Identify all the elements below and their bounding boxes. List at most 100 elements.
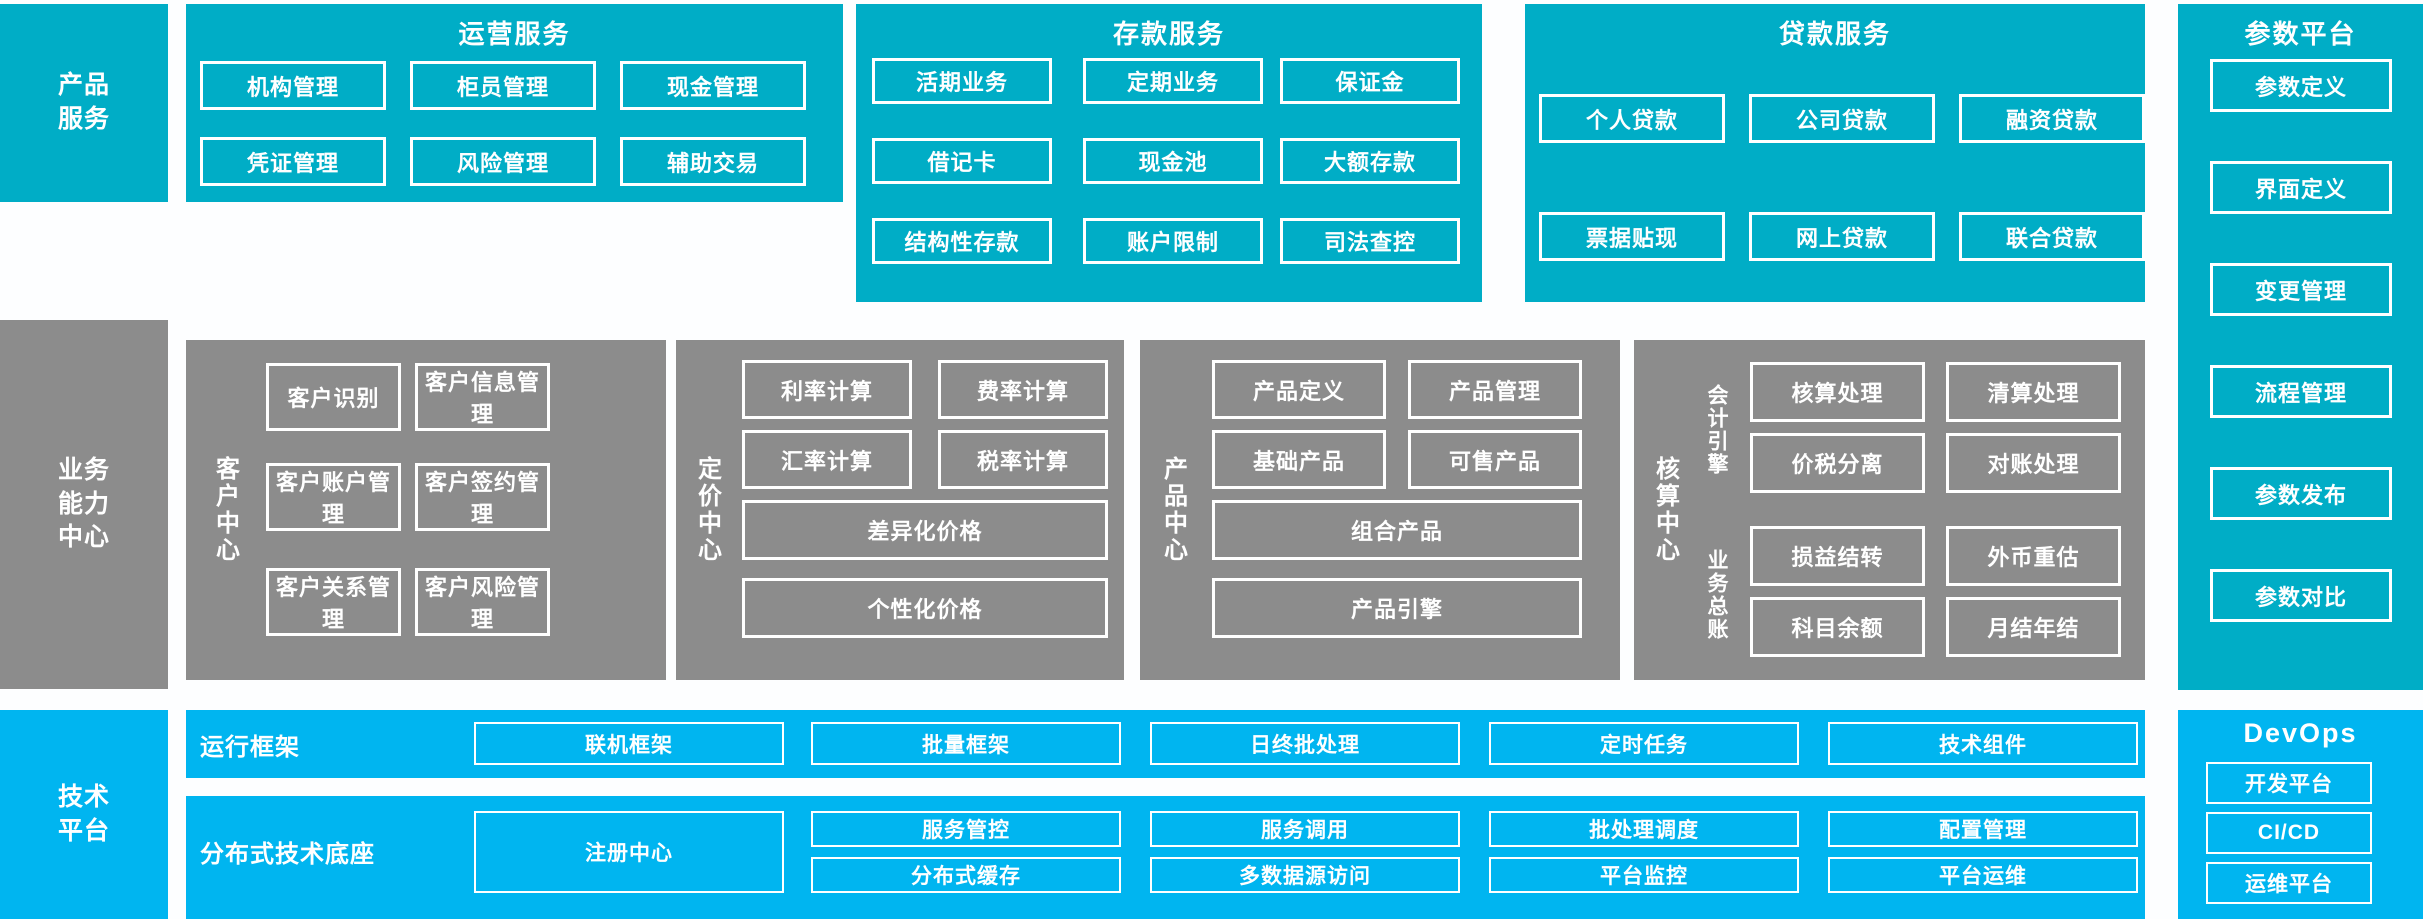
loan-service-title: 贷款服务 <box>1778 19 1891 49</box>
operation-service-panel: 运营服务 机构管理 柜员管理 现金管理 凭证管理 风险管理 辅助交易 <box>186 4 843 202</box>
layer-label-business-capability-text: 业务能力中心 <box>57 455 110 552</box>
distributed-base-registry[interactable]: 注册中心 <box>474 811 784 893</box>
accounting-center-item-top-2[interactable]: 价税分离 <box>1750 433 1925 493</box>
accounting-center-sub-label-bottom: 业务总账 <box>1705 549 1728 641</box>
loan-service-panel: 贷款服务 个人贷款 公司贷款 融资贷款 票据贴现 网上贷款 联合贷款 <box>1525 4 2145 302</box>
loan-service-item-3[interactable]: 票据贴现 <box>1539 212 1725 261</box>
product-center-item-0[interactable]: 产品定义 <box>1212 360 1386 419</box>
customer-center-label: 客户中心 <box>211 456 239 564</box>
customer-center-item-3[interactable]: 客户签约管理 <box>415 463 550 531</box>
layer-label-tech-platform: 技术平台 <box>0 710 168 919</box>
accounting-center-item-top-3[interactable]: 对账处理 <box>1946 433 2121 493</box>
layer-label-business-capability: 业务能力中心 <box>0 320 168 689</box>
loan-service-item-5[interactable]: 联合贷款 <box>1959 212 2145 261</box>
distributed-base-item-r1-0[interactable]: 服务管控 <box>811 811 1121 847</box>
runtime-framework-item-2[interactable]: 日终批处理 <box>1150 722 1460 765</box>
runtime-framework-panel: 运行框架 联机框架 批量框架 日终批处理 定时任务 技术组件 <box>186 710 2145 778</box>
customer-center-item-5[interactable]: 客户风险管理 <box>415 568 550 636</box>
accounting-center-item-bottom-2[interactable]: 科目余额 <box>1750 597 1925 657</box>
deposit-service-item-4[interactable]: 现金池 <box>1083 138 1263 184</box>
operation-service-item-2[interactable]: 现金管理 <box>620 61 806 110</box>
distributed-base-item-r2-1[interactable]: 多数据源访问 <box>1150 857 1460 893</box>
runtime-framework-label: 运行框架 <box>200 733 300 761</box>
parameter-platform-panel: 参数平台 参数定义 界面定义 变更管理 流程管理 参数发布 参数对比 <box>2178 4 2423 690</box>
layer-label-product-service-text: 产品服务 <box>57 71 110 133</box>
pricing-center-panel: 定价中心 利率计算 费率计算 汇率计算 税率计算 差异化价格 个性化价格 <box>676 340 1124 680</box>
accounting-center-item-top-0[interactable]: 核算处理 <box>1750 362 1925 422</box>
accounting-center-item-top-1[interactable]: 清算处理 <box>1946 362 2121 422</box>
parameter-platform-item-0[interactable]: 参数定义 <box>2210 59 2392 112</box>
deposit-service-item-7[interactable]: 账户限制 <box>1083 218 1263 264</box>
deposit-service-item-5[interactable]: 大额存款 <box>1280 138 1460 184</box>
parameter-platform-item-2[interactable]: 变更管理 <box>2210 263 2392 316</box>
devops-panel: DevOps 开发平台 CI/CD 运维平台 <box>2178 710 2423 919</box>
product-center-item-5[interactable]: 产品引擎 <box>1212 578 1582 638</box>
deposit-service-item-8[interactable]: 司法查控 <box>1280 218 1460 264</box>
runtime-framework-item-3[interactable]: 定时任务 <box>1489 722 1799 765</box>
accounting-center-item-bottom-3[interactable]: 月结年结 <box>1946 597 2121 657</box>
pricing-center-label: 定价中心 <box>693 456 721 564</box>
product-center-label: 产品中心 <box>1159 456 1187 564</box>
pricing-center-item-1[interactable]: 费率计算 <box>938 360 1108 419</box>
pricing-center-item-5[interactable]: 个性化价格 <box>742 578 1108 638</box>
distributed-base-item-r1-3[interactable]: 配置管理 <box>1828 811 2138 847</box>
accounting-center-item-bottom-1[interactable]: 外币重估 <box>1946 526 2121 586</box>
deposit-service-title: 存款服务 <box>1112 19 1225 49</box>
loan-service-item-4[interactable]: 网上贷款 <box>1749 212 1935 261</box>
operation-service-item-4[interactable]: 风险管理 <box>410 137 596 186</box>
parameter-platform-item-4[interactable]: 参数发布 <box>2210 467 2392 520</box>
parameter-platform-title: 参数平台 <box>2244 19 2357 49</box>
product-center-item-3[interactable]: 可售产品 <box>1408 430 1582 489</box>
pricing-center-item-0[interactable]: 利率计算 <box>742 360 912 419</box>
product-center-item-1[interactable]: 产品管理 <box>1408 360 1582 419</box>
runtime-framework-item-0[interactable]: 联机框架 <box>474 722 784 765</box>
deposit-service-item-1[interactable]: 定期业务 <box>1083 58 1263 104</box>
parameter-platform-item-1[interactable]: 界面定义 <box>2210 161 2392 214</box>
operation-service-item-3[interactable]: 凭证管理 <box>200 137 386 186</box>
loan-service-item-2[interactable]: 融资贷款 <box>1959 94 2145 143</box>
pricing-center-item-4[interactable]: 差异化价格 <box>742 500 1108 560</box>
layer-label-tech-platform-text: 技术平台 <box>57 782 110 845</box>
pricing-center-item-3[interactable]: 税率计算 <box>938 430 1108 489</box>
customer-center-item-1[interactable]: 客户信息管理 <box>415 363 550 431</box>
product-center-item-4[interactable]: 组合产品 <box>1212 500 1582 560</box>
runtime-framework-item-1[interactable]: 批量框架 <box>811 722 1121 765</box>
operation-service-title: 运营服务 <box>458 19 571 49</box>
customer-center-item-4[interactable]: 客户关系管理 <box>266 568 401 636</box>
distributed-base-item-r2-2[interactable]: 平台监控 <box>1489 857 1799 893</box>
deposit-service-item-6[interactable]: 结构性存款 <box>872 218 1052 264</box>
distributed-base-item-r2-3[interactable]: 平台运维 <box>1828 857 2138 893</box>
runtime-framework-item-4[interactable]: 技术组件 <box>1828 722 2138 765</box>
deposit-service-item-2[interactable]: 保证金 <box>1280 58 1460 104</box>
customer-center-item-0[interactable]: 客户识别 <box>266 363 401 431</box>
loan-service-item-1[interactable]: 公司贷款 <box>1749 94 1935 143</box>
devops-item-0[interactable]: 开发平台 <box>2206 762 2372 804</box>
customer-center-panel: 客户中心 客户识别 客户信息管理 客户账户管理 客户签约管理 客户关系管理 客户… <box>186 340 666 680</box>
layer-label-product-service: 产品服务 <box>0 4 168 202</box>
product-center-item-2[interactable]: 基础产品 <box>1212 430 1386 489</box>
loan-service-item-0[interactable]: 个人贷款 <box>1539 94 1725 143</box>
accounting-center-panel: 核算中心 会计引擎 业务总账 核算处理 清算处理 价税分离 对账处理 损益结转 … <box>1634 340 2145 680</box>
distributed-base-item-r1-2[interactable]: 批处理调度 <box>1489 811 1799 847</box>
distributed-base-item-r2-0[interactable]: 分布式缓存 <box>811 857 1121 893</box>
operation-service-item-5[interactable]: 辅助交易 <box>620 137 806 186</box>
operation-service-item-1[interactable]: 柜员管理 <box>410 61 596 110</box>
accounting-center-label: 核算中心 <box>1651 456 1679 564</box>
parameter-platform-item-3[interactable]: 流程管理 <box>2210 365 2392 418</box>
devops-item-2[interactable]: 运维平台 <box>2206 862 2372 904</box>
deposit-service-panel: 存款服务 活期业务 定期业务 保证金 借记卡 现金池 大额存款 结构性存款 账户… <box>856 4 1482 302</box>
customer-center-item-2[interactable]: 客户账户管理 <box>266 463 401 531</box>
pricing-center-item-2[interactable]: 汇率计算 <box>742 430 912 489</box>
deposit-service-item-0[interactable]: 活期业务 <box>872 58 1052 104</box>
product-center-panel: 产品中心 产品定义 产品管理 基础产品 可售产品 组合产品 产品引擎 <box>1140 340 1620 680</box>
parameter-platform-item-5[interactable]: 参数对比 <box>2210 569 2392 622</box>
operation-service-item-0[interactable]: 机构管理 <box>200 61 386 110</box>
distributed-base-item-r1-1[interactable]: 服务调用 <box>1150 811 1460 847</box>
distributed-base-label: 分布式技术底座 <box>200 840 375 868</box>
accounting-center-sub-label-top: 会计引擎 <box>1705 384 1728 476</box>
deposit-service-item-3[interactable]: 借记卡 <box>872 138 1052 184</box>
devops-item-1[interactable]: CI/CD <box>2206 812 2372 854</box>
distributed-base-panel: 分布式技术底座 注册中心 服务管控 服务调用 批处理调度 配置管理 分布式缓存 … <box>186 796 2145 919</box>
accounting-center-item-bottom-0[interactable]: 损益结转 <box>1750 526 1925 586</box>
